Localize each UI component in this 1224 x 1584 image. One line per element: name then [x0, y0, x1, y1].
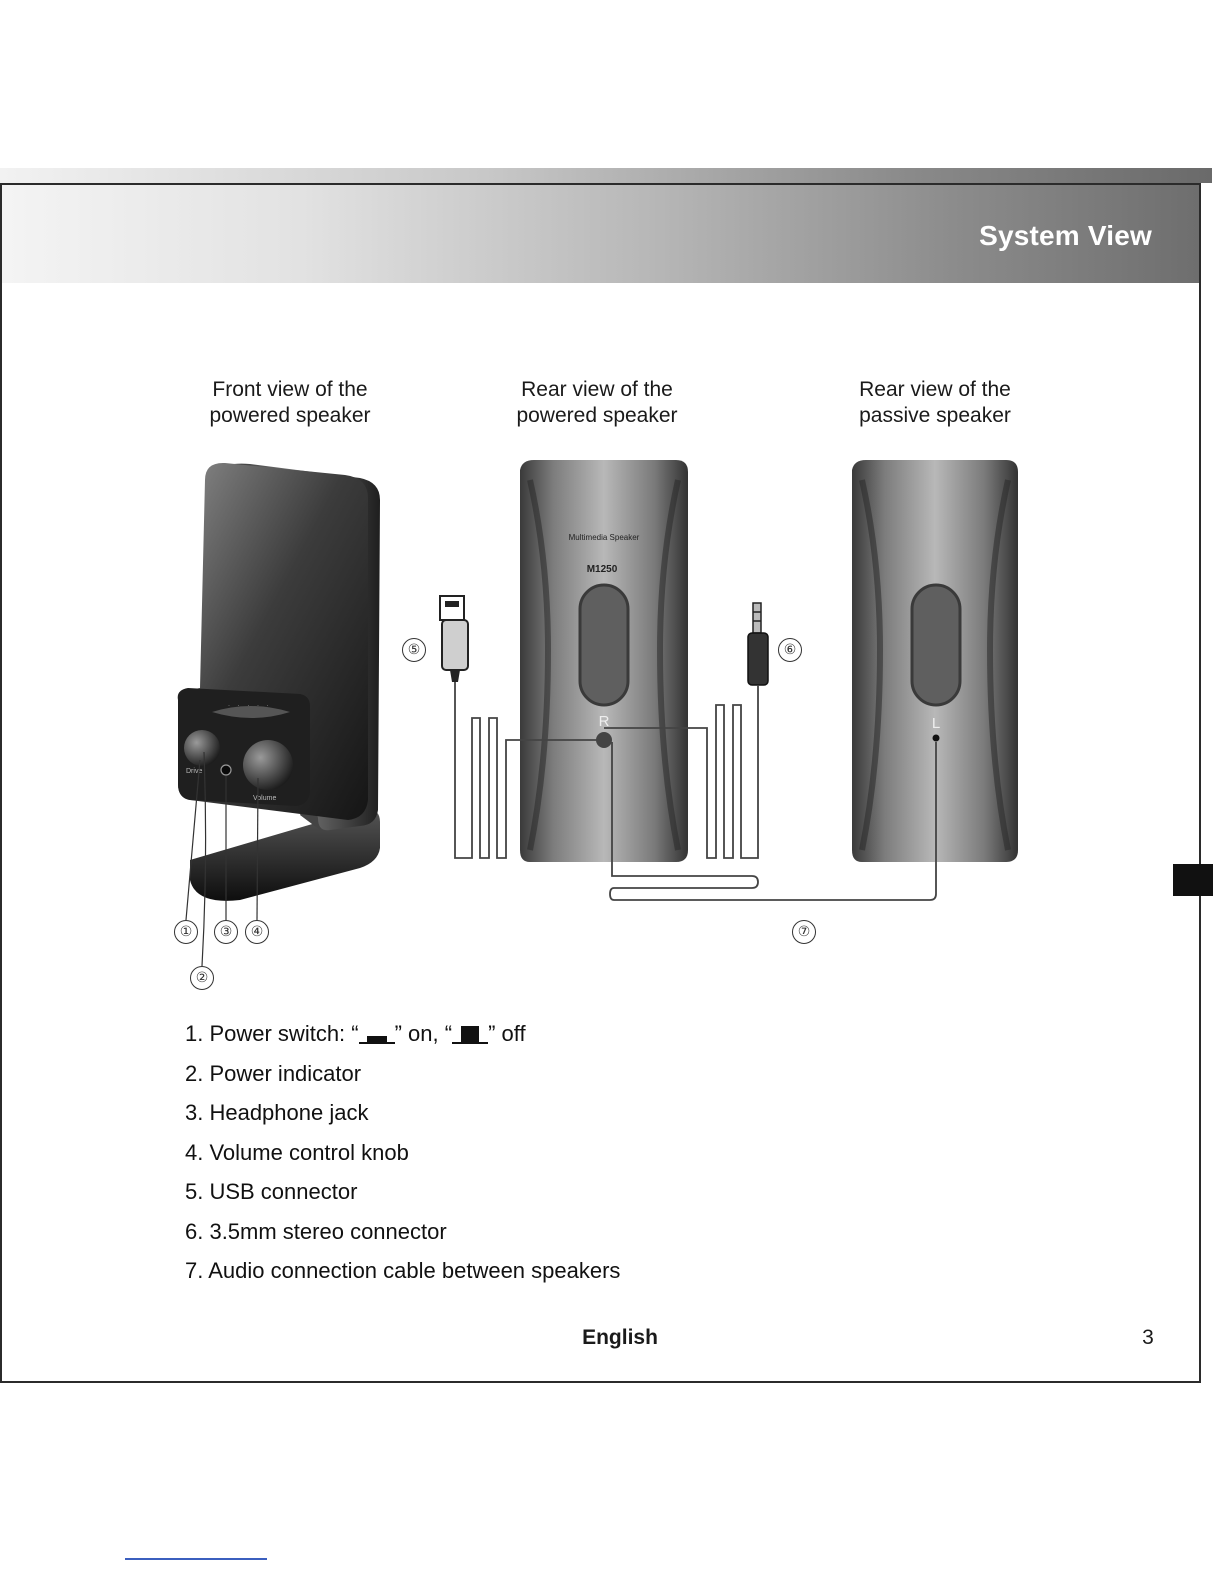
speaker-link-cable — [609, 742, 937, 901]
right-channel-label: R — [599, 713, 610, 730]
rear-powered-speaker: Multimedia Speaker M1250 R — [520, 460, 688, 862]
usb-cable — [439, 595, 604, 859]
list-item: 1. Power switch: “” on, “” off — [185, 1021, 526, 1046]
section-title: System View — [979, 220, 1152, 251]
switch-off-icon — [452, 1022, 489, 1044]
list-item: 5. USB connector — [185, 1179, 358, 1204]
callout-3: ③ — [214, 920, 238, 944]
model-label: M1250 — [587, 564, 618, 575]
footer-language: English — [582, 1326, 658, 1349]
callout-1: ① — [174, 920, 198, 944]
brand-label: Multimedia Speaker — [569, 533, 640, 542]
callout-4: ④ — [245, 920, 269, 944]
caption-rear-passive: Rear view of the passive speaker — [859, 378, 1011, 427]
list-item: 4. Volume control knob — [185, 1139, 409, 1165]
stereo-cable — [604, 602, 769, 859]
callout-7: ⑦ — [792, 920, 816, 944]
power-switch-knob — [184, 730, 220, 766]
header-top-band — [0, 168, 1212, 183]
front-powered-speaker: Drive Volume · · · · · — [177, 462, 380, 967]
rear-passive-speaker: L — [852, 460, 1018, 862]
headphone-jack — [220, 764, 232, 776]
knob-left-label: Drive — [186, 768, 202, 775]
callout-5: ⑤ — [402, 638, 426, 662]
page-number: 3 — [1142, 1326, 1154, 1349]
callout-6: ⑥ — [778, 638, 802, 662]
caption-rear-powered: Rear view of the powered speaker — [516, 378, 678, 427]
parts-list: 1. Power switch: “” on, “” off 2. Power … — [185, 1018, 620, 1295]
list-item: 7. Audio connection cable between speake… — [185, 1258, 621, 1283]
caption-front-powered: Front view of the powered speaker — [209, 378, 371, 427]
knob-right-label: Volume — [253, 795, 276, 802]
section-header — [2, 185, 1199, 283]
link-underline[interactable] — [125, 1558, 267, 1560]
list-item: 3. Headphone jack — [185, 1100, 369, 1125]
callout-2: ② — [190, 966, 214, 990]
svg-text:· · · · ·: · · · · · — [228, 703, 272, 709]
bass-port — [578, 583, 630, 707]
left-channel-label: L — [932, 715, 940, 732]
page-frame — [0, 183, 1201, 1383]
list-item: 6. 3.5mm stereo connector — [185, 1218, 447, 1244]
volume-knob — [243, 740, 293, 790]
side-thumb-tab — [1173, 864, 1213, 896]
switch-on-icon — [358, 1022, 395, 1044]
list-item: 2. Power indicator — [185, 1060, 362, 1086]
